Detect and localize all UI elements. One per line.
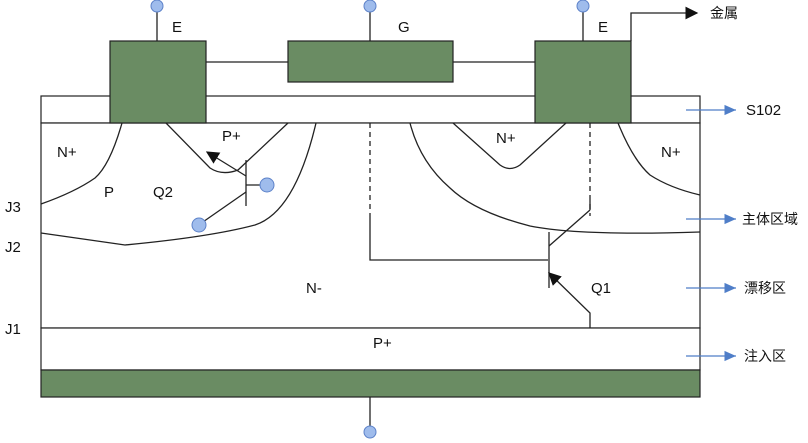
emitter-right-label: E bbox=[598, 19, 608, 36]
q2-emitter-lead bbox=[205, 151, 247, 177]
right-p-body-boundary bbox=[409, 122, 701, 234]
p-plus-lower-label: P+ bbox=[373, 335, 392, 352]
q1-collector-lead bbox=[548, 209, 591, 247]
gate-pad bbox=[287, 40, 454, 83]
q1-label: Q1 bbox=[591, 280, 611, 297]
gate-pin bbox=[363, 0, 377, 13]
emitter-left-pad bbox=[109, 40, 207, 124]
body-callout-label: 主体区域 bbox=[742, 212, 798, 228]
collector-pin bbox=[363, 425, 377, 439]
n-plus-left-label: N+ bbox=[57, 144, 77, 161]
junction-j3-label: J3 bbox=[5, 199, 21, 216]
n-plus-center-label: N+ bbox=[496, 130, 516, 147]
metal-callout-label: 金属 bbox=[710, 6, 738, 22]
q1-base-wire bbox=[369, 216, 548, 261]
n-plus-right-label: N+ bbox=[661, 144, 681, 161]
emitter-right-pad bbox=[534, 40, 632, 124]
q2-base-pin bbox=[259, 177, 275, 193]
right-n-plus-boundary bbox=[617, 122, 701, 196]
emitter-left-label: E bbox=[172, 19, 182, 36]
q1-emitter-lead bbox=[548, 272, 591, 328]
p-plus-v-boundary bbox=[165, 122, 289, 174]
drift-callout-label: 漂移区 bbox=[744, 281, 786, 297]
metal-callout-line bbox=[630, 6, 699, 41]
q2-label: Q2 bbox=[153, 184, 173, 201]
left-n-plus-boundary bbox=[40, 122, 123, 205]
emitter-right-pin bbox=[576, 0, 590, 13]
p-plus-injection-layer bbox=[40, 327, 701, 371]
emitter-left-pin bbox=[150, 0, 164, 13]
injection-callout-label: 注入区 bbox=[744, 349, 786, 365]
n-minus-label: N- bbox=[306, 280, 322, 297]
oxide-callout-label: S102 bbox=[746, 102, 781, 119]
q2-collector-pin bbox=[191, 217, 207, 233]
gate-label: G bbox=[398, 19, 410, 36]
collector-metal bbox=[40, 369, 701, 398]
left-p-body-boundary bbox=[40, 122, 317, 246]
junction-j1-label: J1 bbox=[5, 321, 21, 338]
p-plus-upper-label: P+ bbox=[222, 128, 241, 145]
q2-collector-lead bbox=[199, 191, 247, 225]
junction-j2-label: J2 bbox=[5, 239, 21, 256]
p-body-label: P bbox=[104, 184, 114, 201]
center-n-plus-boundary bbox=[452, 122, 567, 170]
